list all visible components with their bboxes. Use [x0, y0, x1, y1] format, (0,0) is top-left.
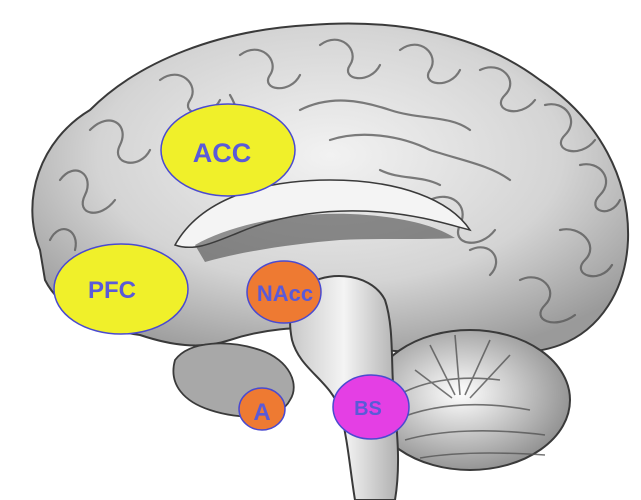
region-bs-shape [332, 374, 410, 440]
region-acc-label: ACC [193, 138, 252, 168]
region-a-label: A [253, 399, 270, 426]
region-nacc-label: NAcc [257, 281, 313, 306]
region-bs: BS [332, 374, 410, 440]
region-bs-label: BS [354, 398, 382, 420]
region-a-shape [238, 387, 286, 431]
region-acc: ACC [160, 103, 296, 197]
region-a: A [238, 387, 286, 431]
region-acc-shape [160, 103, 296, 197]
region-nacc: NAcc [246, 260, 322, 324]
region-nacc-shape [246, 260, 322, 324]
region-pfc-shape [53, 243, 189, 335]
region-pfc-label: PFC [88, 277, 136, 304]
region-pfc: PFC [53, 243, 189, 335]
